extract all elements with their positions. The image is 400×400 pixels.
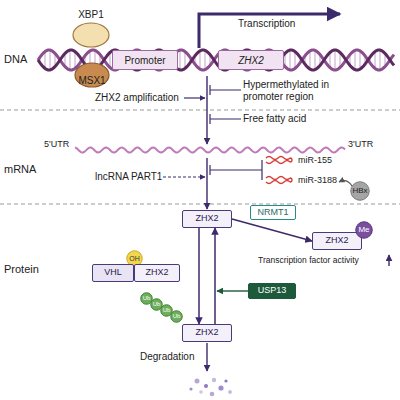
node-text: USP13	[258, 286, 287, 296]
annotation-label: Hypermethylated in promoter region	[243, 79, 343, 102]
node-text: ZHX2	[195, 328, 218, 338]
connector-arrow	[214, 228, 216, 324]
connector-layer	[199, 219, 312, 324]
connector-arrow	[198, 228, 200, 324]
connector-arrow	[232, 219, 312, 241]
node-text: Ub	[173, 313, 181, 320]
annotation-label: 5'UTR	[44, 139, 69, 149]
transcription-factor-shape: MSX1	[74, 62, 110, 88]
transcription-factor-shape: XBP1	[72, 22, 110, 48]
annotation-label: ZHX2 amplification	[95, 92, 179, 104]
enzyme-box: NRMT1	[250, 205, 296, 220]
inhibition-line	[210, 114, 241, 124]
flow-line	[206, 76, 207, 144]
dashed-arrow	[163, 176, 205, 177]
node-text: OH	[129, 255, 140, 263]
annotation-label: Transcription	[238, 18, 295, 30]
circle-shape	[151, 299, 163, 311]
inhibition-line	[210, 160, 262, 180]
gene-box: ZHX2	[218, 50, 284, 70]
node-text: ZHX2	[195, 214, 218, 224]
node-text: HBx	[352, 187, 367, 196]
degradation-arrow	[206, 343, 207, 371]
methyl-circle: Me	[355, 221, 373, 239]
protein-box: ZHX2	[182, 210, 232, 228]
circle-shape	[356, 222, 373, 239]
increase-arrow	[388, 255, 389, 266]
inhibition-line	[210, 85, 241, 95]
node-text: Me	[358, 226, 369, 235]
node-text: NRMT1	[258, 208, 289, 218]
enzyme-box: USP13	[248, 283, 296, 299]
node-text: Ub	[153, 301, 161, 308]
circle-shape	[351, 182, 370, 201]
annotation-label: Degradation	[140, 351, 194, 363]
blob-outline	[72, 22, 110, 48]
circle-shape	[161, 305, 173, 317]
annotation-label: Transcription factor activity	[258, 256, 359, 266]
protein-box: ZHX2	[312, 232, 362, 250]
promoter-box: Promoter	[112, 50, 178, 70]
node-text: VHL	[104, 268, 122, 278]
section-divider	[0, 204, 400, 205]
node-text: ZHX2	[145, 268, 168, 278]
node-text: Ub	[143, 295, 151, 302]
annotation-label: Protein	[4, 263, 39, 276]
ubiquitin-circle: Ub	[170, 310, 183, 323]
deubiquitination-arrow	[217, 290, 248, 291]
virus-protein-circle: HBx	[350, 181, 370, 201]
node-text: Ub	[163, 307, 171, 314]
annotation-label: 3'UTR	[348, 139, 373, 149]
annotation-label: miR-3188	[298, 175, 337, 185]
mirna-hairpin	[266, 177, 292, 184]
node-text: ZHX2	[325, 236, 348, 246]
mirna-hairpin	[266, 157, 292, 164]
annotation-label: lncRNA PART1	[95, 171, 162, 183]
flow-line	[206, 158, 207, 209]
protein-box: ZHX2	[134, 264, 180, 282]
annotation-label: mRNA	[4, 163, 36, 176]
node-text: ZHX2	[238, 55, 264, 66]
transcription-arrow	[199, 14, 340, 48]
protein-fragments	[189, 378, 232, 397]
blob-shape	[73, 23, 109, 47]
induce-arrow	[339, 181, 352, 186]
circle-shape	[141, 293, 153, 305]
promote-arrow	[184, 97, 205, 98]
annotation-label: Free fatty acid	[243, 113, 306, 125]
node-text: XBP1	[62, 9, 120, 20]
enzyme-box: VHL	[92, 264, 134, 282]
node-text: Promoter	[124, 55, 165, 66]
section-divider	[0, 110, 400, 111]
annotation-label: DNA	[4, 53, 27, 66]
protein-box: ZHX2	[182, 324, 232, 342]
mrna-strand	[75, 148, 345, 153]
annotation-label: miR-155	[298, 155, 332, 165]
node-text: MSX1	[64, 75, 120, 86]
circle-shape	[171, 311, 183, 323]
